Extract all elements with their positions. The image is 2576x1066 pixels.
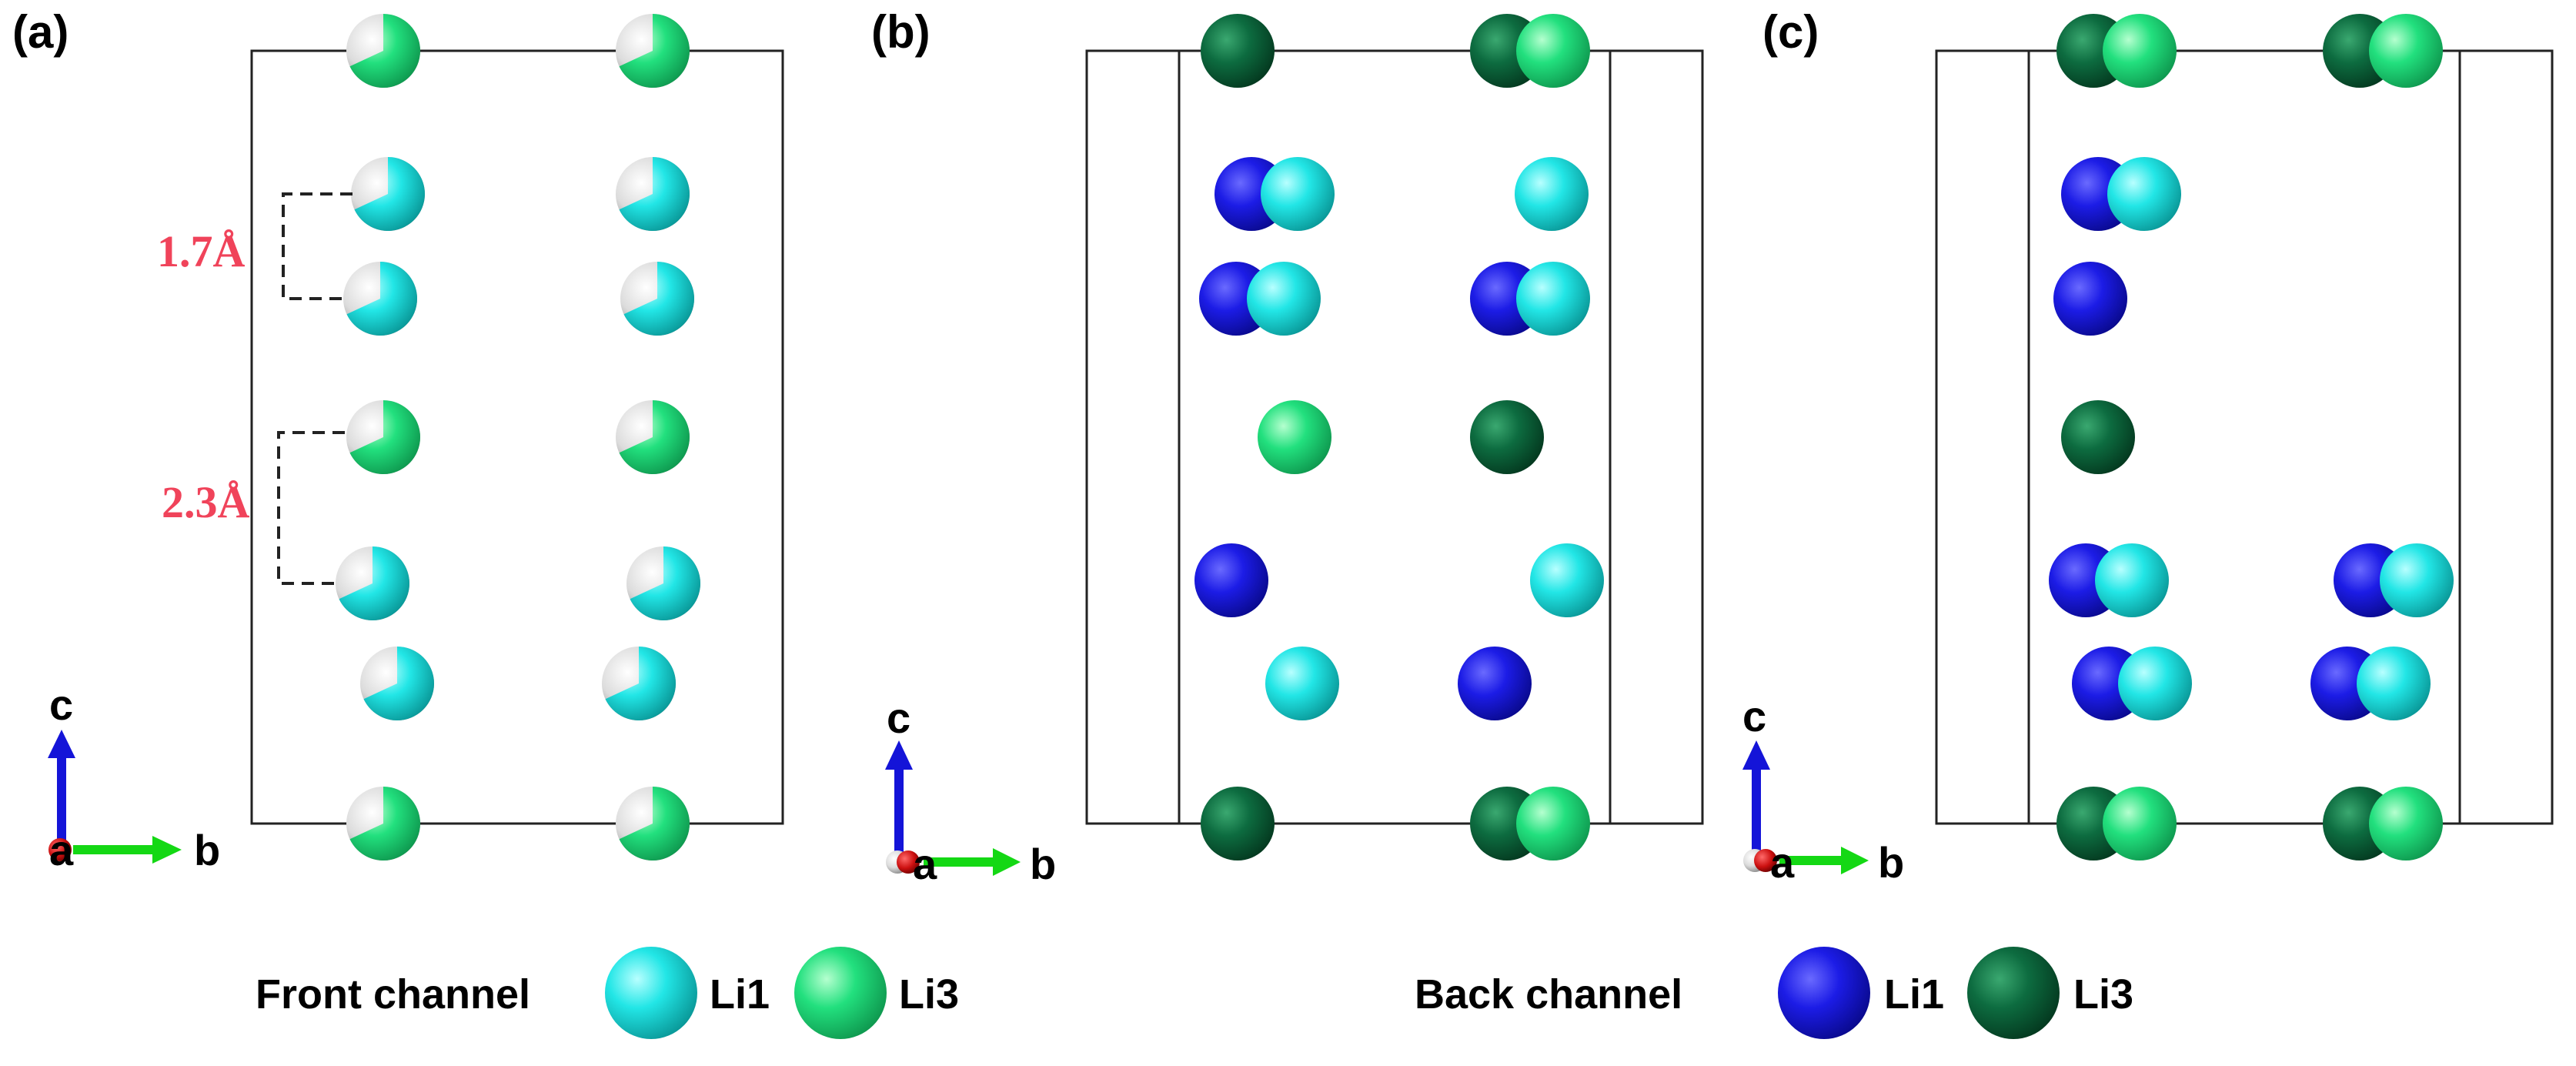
li1-front-atom (1261, 157, 1335, 231)
li1-front-atom-partial (602, 647, 677, 720)
a-axis-label: a (1770, 838, 1795, 887)
legend-back-li1-label: Li1 (1884, 971, 1944, 1018)
li3-front-atom-partial (346, 787, 421, 860)
li1-front-atom-partial (616, 157, 690, 232)
occupied-sector (349, 787, 421, 860)
legend-front-li3-label: Li3 (899, 971, 959, 1018)
panel-b-label: (b) (871, 6, 931, 58)
distance-label-short: 1.7Å (157, 226, 246, 276)
legend-back-li3-label: Li3 (2073, 971, 2133, 1018)
c-axis-label: c (887, 693, 910, 742)
c-axis-arrow-head (48, 730, 75, 758)
legend-front-li3-swatch (794, 947, 887, 1039)
legend-back-title: Back channel (1415, 971, 1682, 1018)
legend-front-title: Front channel (256, 971, 530, 1018)
legend-front-li1-label: Li1 (710, 971, 770, 1018)
li3-back-atom (1201, 787, 1275, 860)
li1-back-atom (2053, 262, 2127, 336)
li3-back-atom (1470, 400, 1544, 474)
li1-front-atom (1516, 262, 1590, 336)
occupied-sector (619, 787, 690, 860)
occupied-sector (354, 157, 426, 231)
panel-c-cell-frame (1935, 49, 2554, 825)
legend-back-li3-swatch (1967, 947, 2060, 1039)
li1-back-atom (1194, 543, 1268, 617)
occupied-sector (619, 157, 690, 232)
panel-b-axis-triad: c a b (885, 693, 1056, 888)
li1-front-atom-partial (360, 647, 435, 720)
li3-back-atom (1201, 14, 1275, 88)
li3-front-atom (2369, 787, 2443, 860)
li3-front-atom-partial (616, 14, 690, 88)
a-axis-marker (48, 838, 72, 861)
b-axis-arrow-head (1841, 847, 1869, 874)
li3-front-atom (2103, 787, 2177, 860)
atom-layer (336, 14, 2454, 860)
panel-a-axis-triad: c a b (48, 680, 220, 874)
b-axis-label: b (1030, 840, 1056, 888)
li3-front-atom (1516, 14, 1590, 88)
a-axis-label: a (49, 826, 74, 874)
occupied-sector (630, 546, 700, 620)
a-axis-marker (897, 850, 920, 874)
a-axis-marker (1754, 849, 1777, 872)
li1-front-atom (2118, 647, 2192, 720)
li1-front-atom-partial (343, 262, 417, 336)
li1-front-atom-partial (351, 157, 426, 231)
li1-front-atom (1515, 157, 1589, 231)
li3-front-atom-partial (346, 400, 420, 475)
occupied-sector (339, 546, 409, 621)
li3-front-atom (1258, 400, 1331, 474)
occupied-sector (346, 262, 417, 336)
panel-c-label: (c) (1762, 6, 1819, 58)
occupied-sector (623, 262, 694, 336)
li1-front-atom (2357, 647, 2431, 720)
b-axis-label: b (194, 826, 220, 874)
legend: Front channel Li1 Li3 Back channel Li1 L… (256, 947, 2133, 1039)
distance-label-long: 2.3Å (162, 477, 250, 527)
c-axis-label: c (49, 680, 73, 729)
distance-bracket-short (282, 192, 352, 300)
li1-front-atom-partial (626, 546, 700, 620)
c-axis-arrow-head (1742, 740, 1770, 770)
c-axis-label: c (1742, 692, 1766, 740)
occupied-sector (619, 14, 690, 88)
li1-front-atom (1530, 543, 1604, 617)
li3-front-atom (2369, 14, 2443, 88)
legend-front-li1-swatch (605, 947, 697, 1039)
li1-front-atom (2095, 543, 2169, 617)
li1-front-atom (2380, 543, 2454, 617)
legend-back-li1-swatch (1778, 947, 1870, 1039)
li3-front-atom (1516, 787, 1590, 860)
panel-a-label: (a) (12, 6, 68, 58)
panel-c-axis-triad: c a b (1742, 692, 1904, 887)
b-axis-arrow-head (993, 848, 1021, 876)
a-axis-label: a (913, 840, 937, 888)
occupied-sector (363, 647, 435, 720)
occupied-sector (605, 647, 677, 720)
li1-front-atom-partial (336, 546, 409, 621)
li1-front-atom-partial (620, 262, 694, 336)
panel-a-cell-frame (250, 49, 784, 825)
li1-front-atom (2107, 157, 2181, 231)
b-axis-arrow-head (152, 836, 182, 864)
li3-front-atom-partial (616, 787, 690, 860)
c-axis-arrow-head (885, 740, 913, 770)
li1-front-atom (1265, 647, 1339, 720)
occupied-sector (349, 400, 420, 475)
li1-back-atom (1458, 647, 1532, 720)
distance-bracket-long (277, 431, 345, 585)
li3-front-atom-partial (616, 400, 690, 475)
occupied-sector (619, 400, 690, 475)
li1-front-atom (1247, 262, 1321, 336)
b-axis-label: b (1878, 838, 1904, 887)
li3-front-atom (2103, 14, 2177, 88)
li3-front-atom-partial (346, 14, 421, 88)
panel-b-cell-frame (1085, 49, 1704, 825)
occupied-sector (349, 14, 421, 88)
li3-back-atom (2061, 400, 2135, 474)
